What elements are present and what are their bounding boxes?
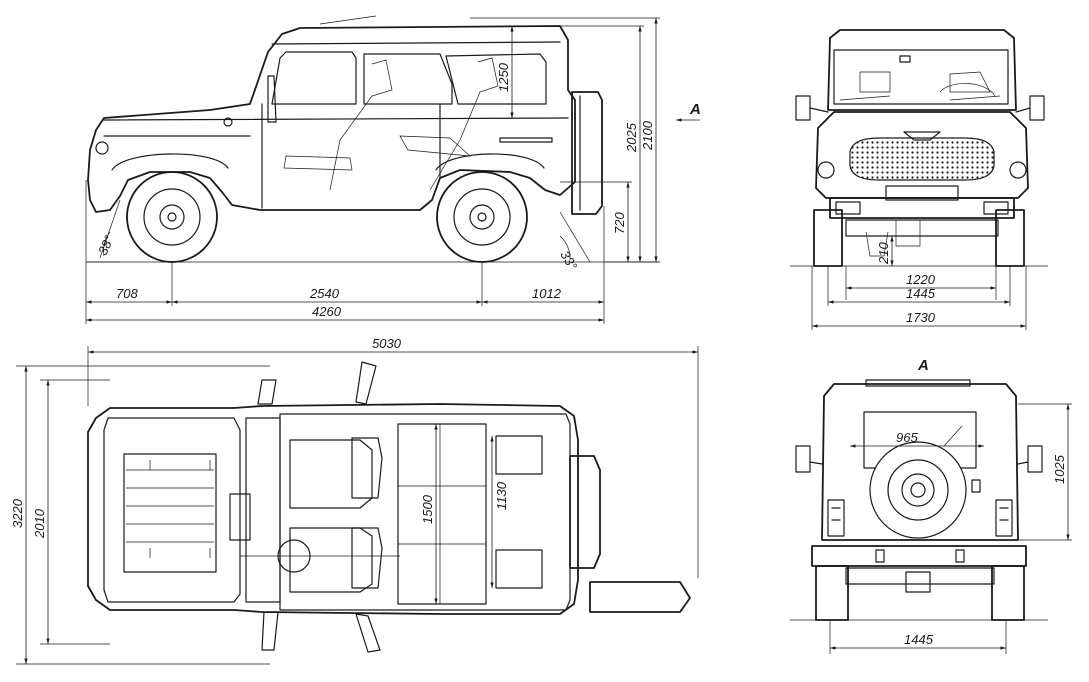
angle-rear-label: 33° (557, 248, 580, 273)
dim-2010: 2010 (32, 508, 47, 539)
top-spare-tire (569, 455, 601, 569)
front-bumper (829, 197, 1015, 219)
side-rear-wheel (436, 171, 528, 263)
dim-1500: 1500 (420, 494, 435, 524)
top-body-outline (87, 403, 579, 615)
top-seat-front-right (289, 527, 373, 593)
dim-1445-rear: 1445 (904, 632, 934, 647)
rear-bumper (811, 545, 1027, 567)
top-hood (103, 417, 241, 603)
dim-2025: 2025 (624, 122, 639, 153)
dim-1220: 1220 (906, 272, 936, 287)
view-marker-a-rear: A (917, 357, 929, 374)
dim-3220: 3220 (10, 498, 25, 528)
rear-tail-light-left (827, 499, 845, 537)
view-marker-a-side: A (689, 101, 701, 118)
side-body-outline (87, 25, 576, 213)
dim-5030: 5030 (372, 336, 402, 351)
front-view: 210 1220 1445 1730 (790, 29, 1048, 330)
dim-1250: 1250 (496, 62, 511, 92)
dim-1025: 1025 (1052, 454, 1067, 484)
dim-2540: 2540 (309, 286, 340, 301)
side-window-front (271, 51, 357, 105)
dim-1730: 1730 (906, 310, 936, 325)
dim-210: 210 (876, 242, 891, 265)
dim-2100: 2100 (640, 120, 655, 151)
side-spare-tire (571, 91, 603, 215)
dim-708: 708 (116, 286, 138, 301)
dim-965: 965 (896, 430, 918, 445)
front-windshield (833, 49, 1009, 105)
rear-wheel-left (815, 565, 849, 621)
front-grille (849, 137, 995, 181)
top-roof (279, 413, 571, 611)
angle-front-label: 38° (95, 233, 117, 257)
rear-tail-light-right (995, 499, 1013, 537)
side-window-middle (363, 53, 453, 105)
dim-1012: 1012 (532, 286, 562, 301)
rear-window (863, 411, 977, 469)
rear-spare-tire (869, 441, 967, 539)
rear-view: A 965 (790, 357, 1072, 654)
dim-1130: 1130 (494, 481, 509, 510)
dim-720: 720 (612, 212, 627, 234)
side-view: 38° 33° 708 2540 1012 4260 720 1250 2025… (85, 15, 701, 324)
side-front-wheel (126, 171, 218, 263)
rear-wheel-right (991, 565, 1025, 621)
dim-1445-front: 1445 (906, 286, 936, 301)
side-window-rear (445, 53, 547, 105)
top-rear-bench (397, 423, 487, 605)
dim-4260: 4260 (312, 304, 342, 319)
top-view: 5030 3220 2010 1500 1130 (10, 336, 699, 665)
